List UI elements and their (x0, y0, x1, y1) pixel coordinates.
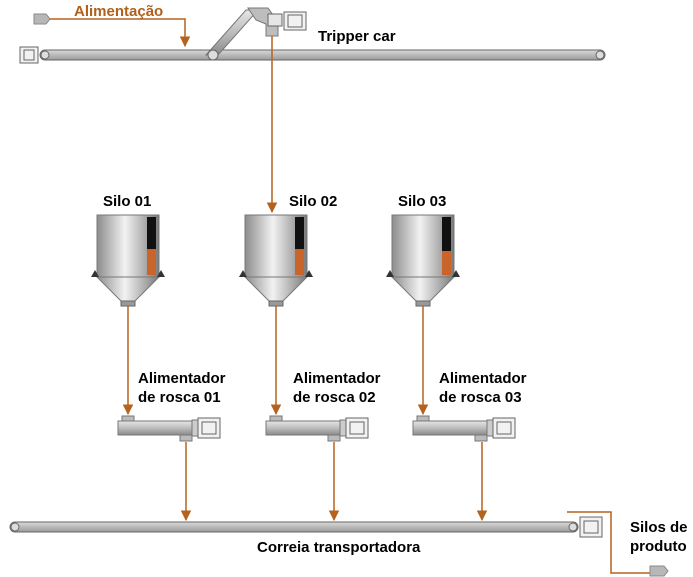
product-silos-label: Silos de produto (630, 519, 688, 555)
tripper-motor-icon (267, 11, 307, 31)
product-flow-line (567, 511, 650, 574)
screw-feeder-01 (117, 415, 221, 442)
silo-02-level-gauge (295, 217, 304, 275)
main-conveyor-motor-icon (579, 516, 603, 538)
feeder-01-motor-icon (197, 417, 221, 439)
top-conveyor (39, 49, 606, 61)
silo-03 (386, 214, 460, 307)
feed-label: Alimentação (74, 3, 164, 20)
top-conveyor-motor-icon (19, 46, 39, 64)
silo-03-level-fill (442, 251, 451, 275)
feeder-02-label: Alimentador de rosca 02 (293, 370, 381, 406)
feed-source-icon (33, 13, 51, 25)
screw-feeder-02 (265, 415, 369, 442)
silo-01-level-fill (147, 249, 156, 275)
feeder-03-motor-icon (492, 417, 516, 439)
silo-01-level-gauge (147, 217, 156, 275)
feeder-02-motor-icon (345, 417, 369, 439)
silo-02-label: Silo 02 (289, 193, 338, 210)
main-conveyor (9, 521, 579, 533)
feeder-03-label: Alimentador de rosca 03 (439, 370, 527, 406)
silo-01-label: Silo 01 (103, 193, 152, 210)
product-silo-destination-icon (649, 565, 669, 577)
silo-02 (239, 214, 313, 307)
screw-feeder-03 (412, 415, 516, 442)
silo-03-label: Silo 03 (398, 193, 447, 210)
feed-flow-line (50, 18, 191, 48)
tripper-car-label: Tripper car (318, 28, 396, 45)
silo-02-level-fill (295, 249, 304, 275)
silo-03-level-gauge (442, 217, 451, 275)
feeder-01-label: Alimentador de rosca 01 (138, 370, 226, 406)
silo-01 (91, 214, 165, 307)
main-conveyor-label: Correia transportadora (257, 539, 421, 556)
